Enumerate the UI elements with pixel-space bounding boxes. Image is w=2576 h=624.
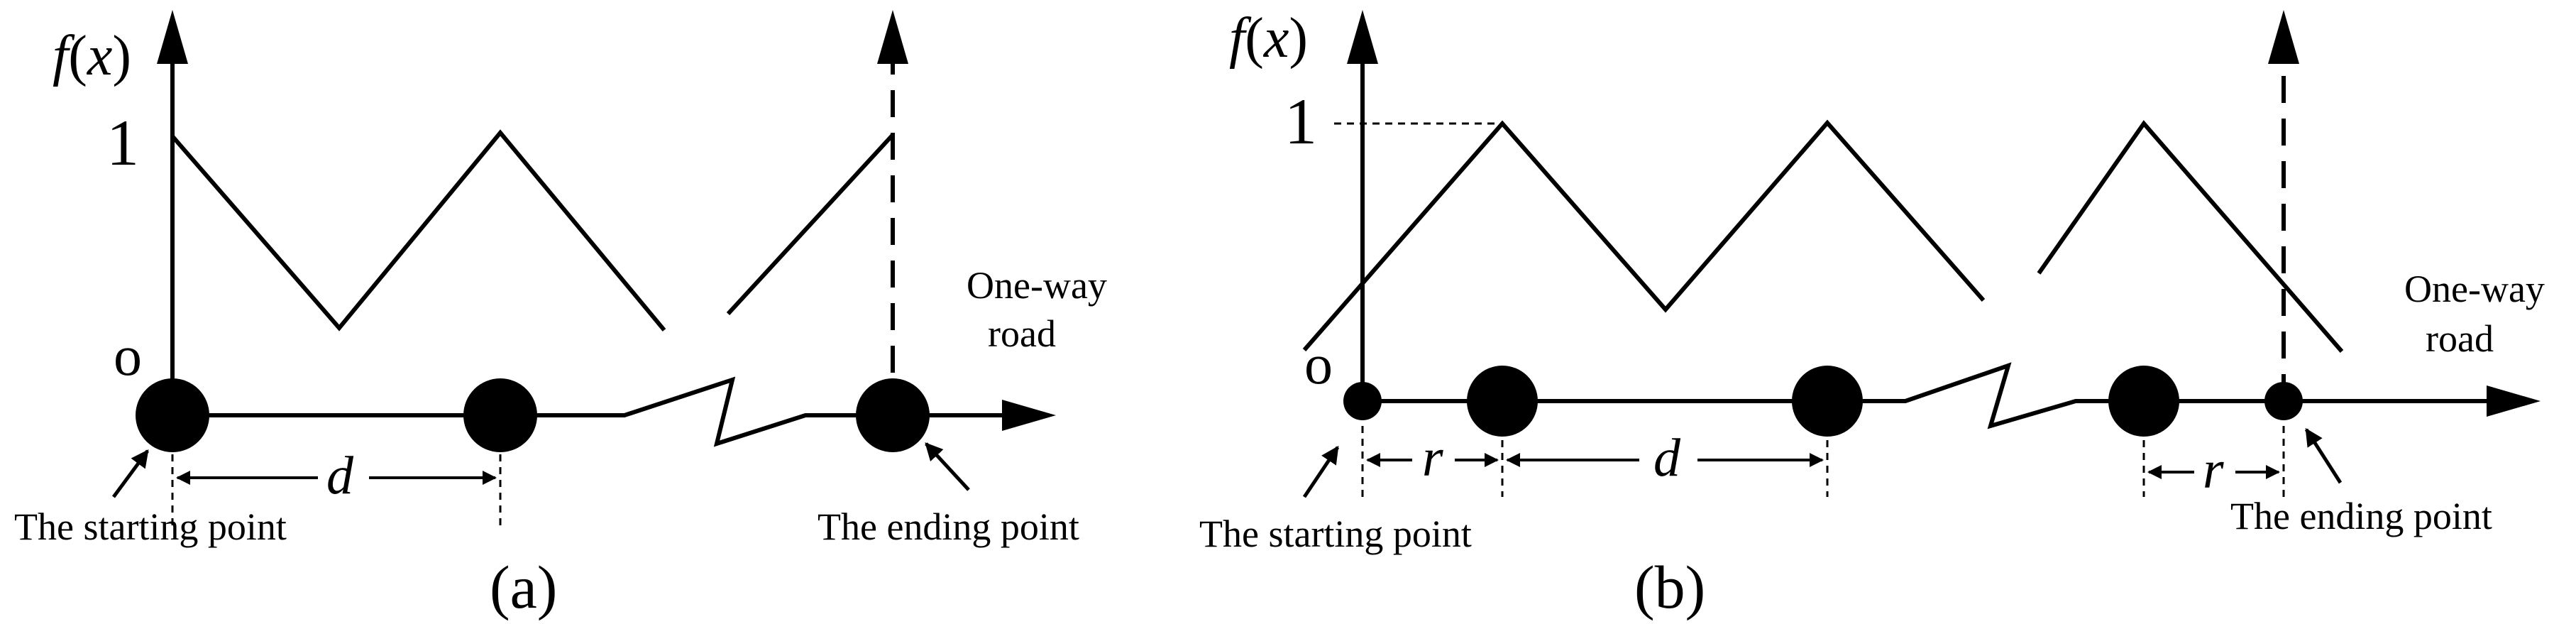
end-pointer-arrow bbox=[925, 442, 970, 491]
y-axis bbox=[157, 10, 188, 413]
node-3 bbox=[2108, 366, 2179, 437]
spacing-symbol-d: d bbox=[326, 446, 354, 505]
panel-b: f(x) 1 o bbox=[1199, 7, 2545, 621]
end-label: The ending point bbox=[818, 505, 1079, 548]
end-dashed-arrow bbox=[2268, 10, 2299, 401]
road-label-line2: road bbox=[2426, 317, 2494, 360]
road-label-line2: road bbox=[988, 312, 1056, 355]
node-1 bbox=[1467, 366, 1538, 437]
end-dashed-arrow bbox=[877, 10, 908, 415]
end-node bbox=[2264, 382, 2303, 420]
offset-symbol-r-right: r bbox=[2203, 440, 2224, 500]
caption-a: (a) bbox=[490, 553, 557, 621]
end-label: The ending point bbox=[2230, 495, 2492, 537]
spacing-symbol-d: d bbox=[1653, 428, 1681, 488]
tick-label-one: 1 bbox=[1284, 85, 1317, 158]
start-node bbox=[1343, 382, 1382, 420]
end-node bbox=[856, 378, 930, 452]
y-axis-label: f(x) bbox=[1229, 7, 1308, 70]
y-axis-label: f(x) bbox=[53, 25, 131, 87]
road-axis bbox=[1363, 362, 2541, 429]
origin-label: o bbox=[114, 325, 142, 388]
start-pointer-arrow bbox=[111, 449, 150, 498]
start-node bbox=[136, 378, 209, 452]
caption-b: (b) bbox=[1634, 553, 1705, 621]
middle-node bbox=[463, 378, 537, 452]
spacing-d-dimension bbox=[171, 454, 502, 525]
node-2 bbox=[1792, 366, 1863, 437]
road-label-line1: One-way bbox=[967, 264, 1107, 307]
road-label-line1: One-way bbox=[2404, 268, 2545, 310]
start-pointer-arrow bbox=[1302, 445, 1340, 498]
offset-symbol-r-left: r bbox=[1422, 428, 1443, 488]
start-label: The starting point bbox=[1199, 513, 1472, 555]
tick-label-one: 1 bbox=[106, 106, 139, 179]
end-pointer-arrow bbox=[2304, 427, 2343, 484]
road-axis bbox=[172, 376, 1056, 447]
coverage-function bbox=[170, 129, 895, 332]
start-label: The starting point bbox=[14, 505, 287, 548]
panel-a: f(x) 1 o d bbox=[14, 10, 1107, 621]
y-axis bbox=[1347, 10, 1378, 401]
coverage-function bbox=[1302, 119, 2344, 353]
dimension-guides bbox=[1361, 426, 2285, 497]
